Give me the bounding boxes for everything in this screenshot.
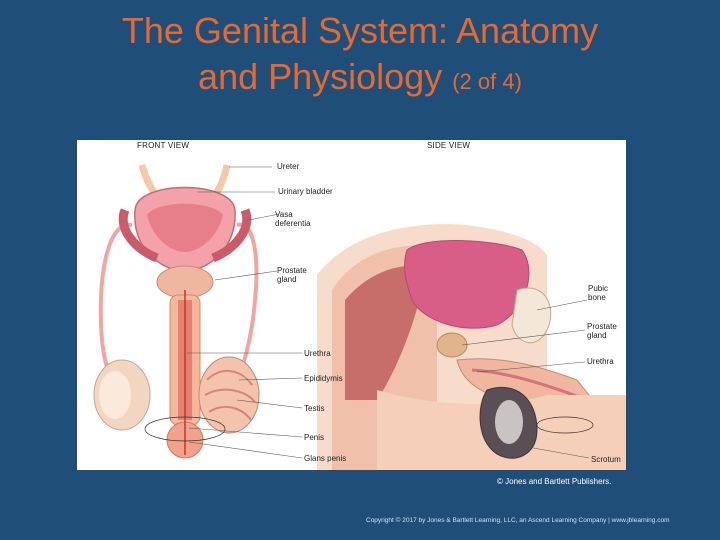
label-urethra-front: Urethra — [304, 349, 331, 358]
label-prostate-gland-front: Prostate gland — [277, 266, 307, 284]
label-penis: Penis — [304, 433, 325, 442]
image-credit: © Jones and Bartlett Publishers. — [497, 477, 612, 486]
label-prostate-gland-side: Prostate gland — [587, 322, 617, 340]
label-testis: Testis — [304, 404, 325, 413]
title-line-2: and Physiology — [198, 56, 443, 97]
label-scrotum: Scrotum — [591, 455, 621, 464]
label-vasa-deferentia: Vasa deferentia — [275, 210, 311, 228]
front-view-label: FRONT VIEW — [137, 141, 190, 150]
side-view-label: SIDE VIEW — [427, 141, 471, 150]
anatomy-illustration: FRONT VIEW SIDE VIEW Ureter Urinary blad… — [77, 140, 626, 470]
title-line-1: The Genital System: Anatomy — [121, 10, 599, 51]
copyright-footer: Copyright © 2017 by Jones & Bartlett Lea… — [366, 517, 670, 524]
slide-title: The Genital System: Anatomy and Physiolo… — [0, 8, 720, 105]
title-suffix: (2 of 4) — [452, 69, 522, 94]
label-ureter: Ureter — [277, 162, 300, 171]
label-urinary-bladder: Urinary bladder — [278, 187, 333, 196]
anatomy-drawing — [93, 164, 626, 470]
label-epididymis: Epididymis — [304, 374, 343, 383]
label-pubic-bone: Pubic bone — [588, 284, 609, 302]
label-glans-penis: Glans penis — [304, 454, 347, 463]
label-urethra-side: Urethra — [587, 357, 614, 366]
